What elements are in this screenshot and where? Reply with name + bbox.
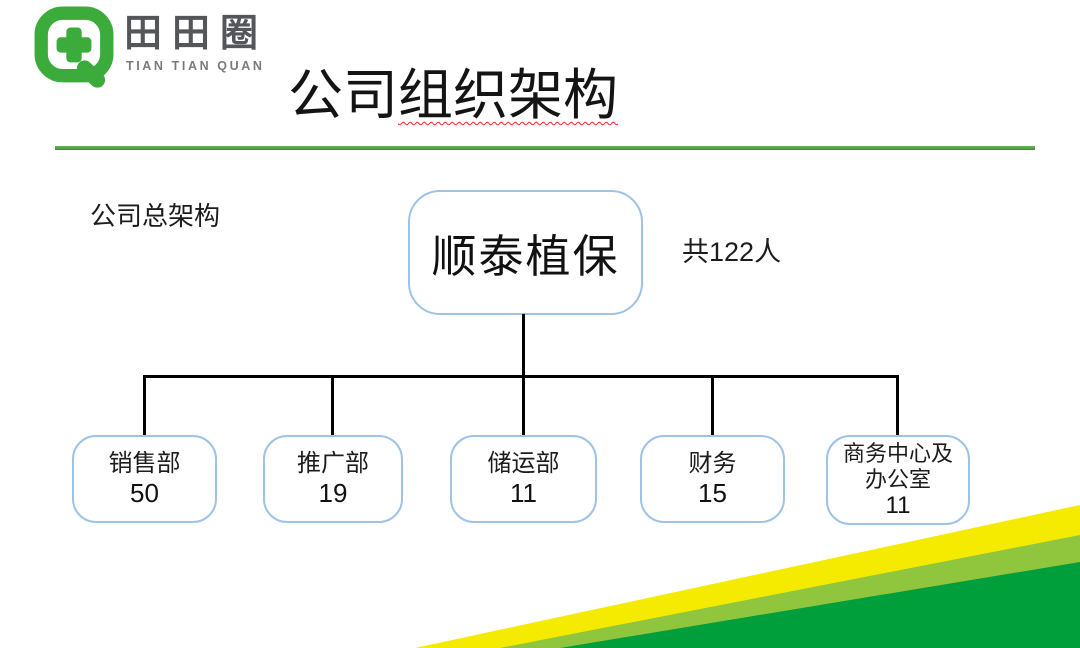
connector-horizontal (143, 375, 899, 378)
section-label: 公司总架构 (90, 202, 221, 231)
total-prefix: 共 (682, 237, 709, 267)
page-title-part2-spellcheck-underline: 组织架构 (398, 65, 619, 126)
dept-node-sales: 销售部 50 (72, 435, 217, 523)
total-number: 122 (709, 237, 755, 267)
connector-root-stub (522, 314, 525, 377)
connector-drop-5 (896, 375, 899, 436)
dept-node-promotion: 推广部 19 (263, 435, 403, 523)
dept-count: 19 (318, 478, 348, 508)
dept-count: 50 (130, 478, 159, 508)
dept-label: 商务中心及 (842, 441, 953, 466)
brand-name-english: TIAN TIAN QUAN (126, 59, 265, 73)
org-root-label: 顺泰植保 (431, 232, 620, 282)
dept-label: 财务 (688, 451, 737, 477)
dept-label-line2: 办公室 (864, 467, 931, 492)
dept-count: 15 (698, 478, 727, 508)
org-root-node: 顺泰植保 (408, 190, 643, 315)
dept-label: 储运部 (487, 451, 560, 477)
dept-node-business-center-office: 商务中心及 办公室 11 (826, 435, 970, 525)
tian-tian-quan-logo-icon (34, 6, 114, 88)
connector-drop-1 (143, 375, 146, 436)
total-headcount-label: 共122人 (682, 230, 781, 269)
page-title-part1: 公司 (288, 65, 399, 126)
dept-count: 11 (510, 478, 537, 508)
connector-drop-2 (331, 375, 334, 436)
dept-label: 推广部 (297, 451, 369, 477)
connector-drop-4 (711, 375, 714, 436)
green-divider-line (55, 146, 1035, 150)
page-title: 公司组织架构 (288, 65, 619, 127)
dept-label: 销售部 (108, 451, 181, 477)
dept-count: 11 (885, 492, 911, 519)
dept-node-finance: 财务 15 (640, 435, 785, 523)
dept-node-logistics: 储运部 11 (450, 435, 597, 523)
connector-drop-3 (522, 375, 525, 436)
total-suffix: 人 (754, 237, 782, 267)
brand-name-chinese: 田田圈 (124, 13, 269, 55)
